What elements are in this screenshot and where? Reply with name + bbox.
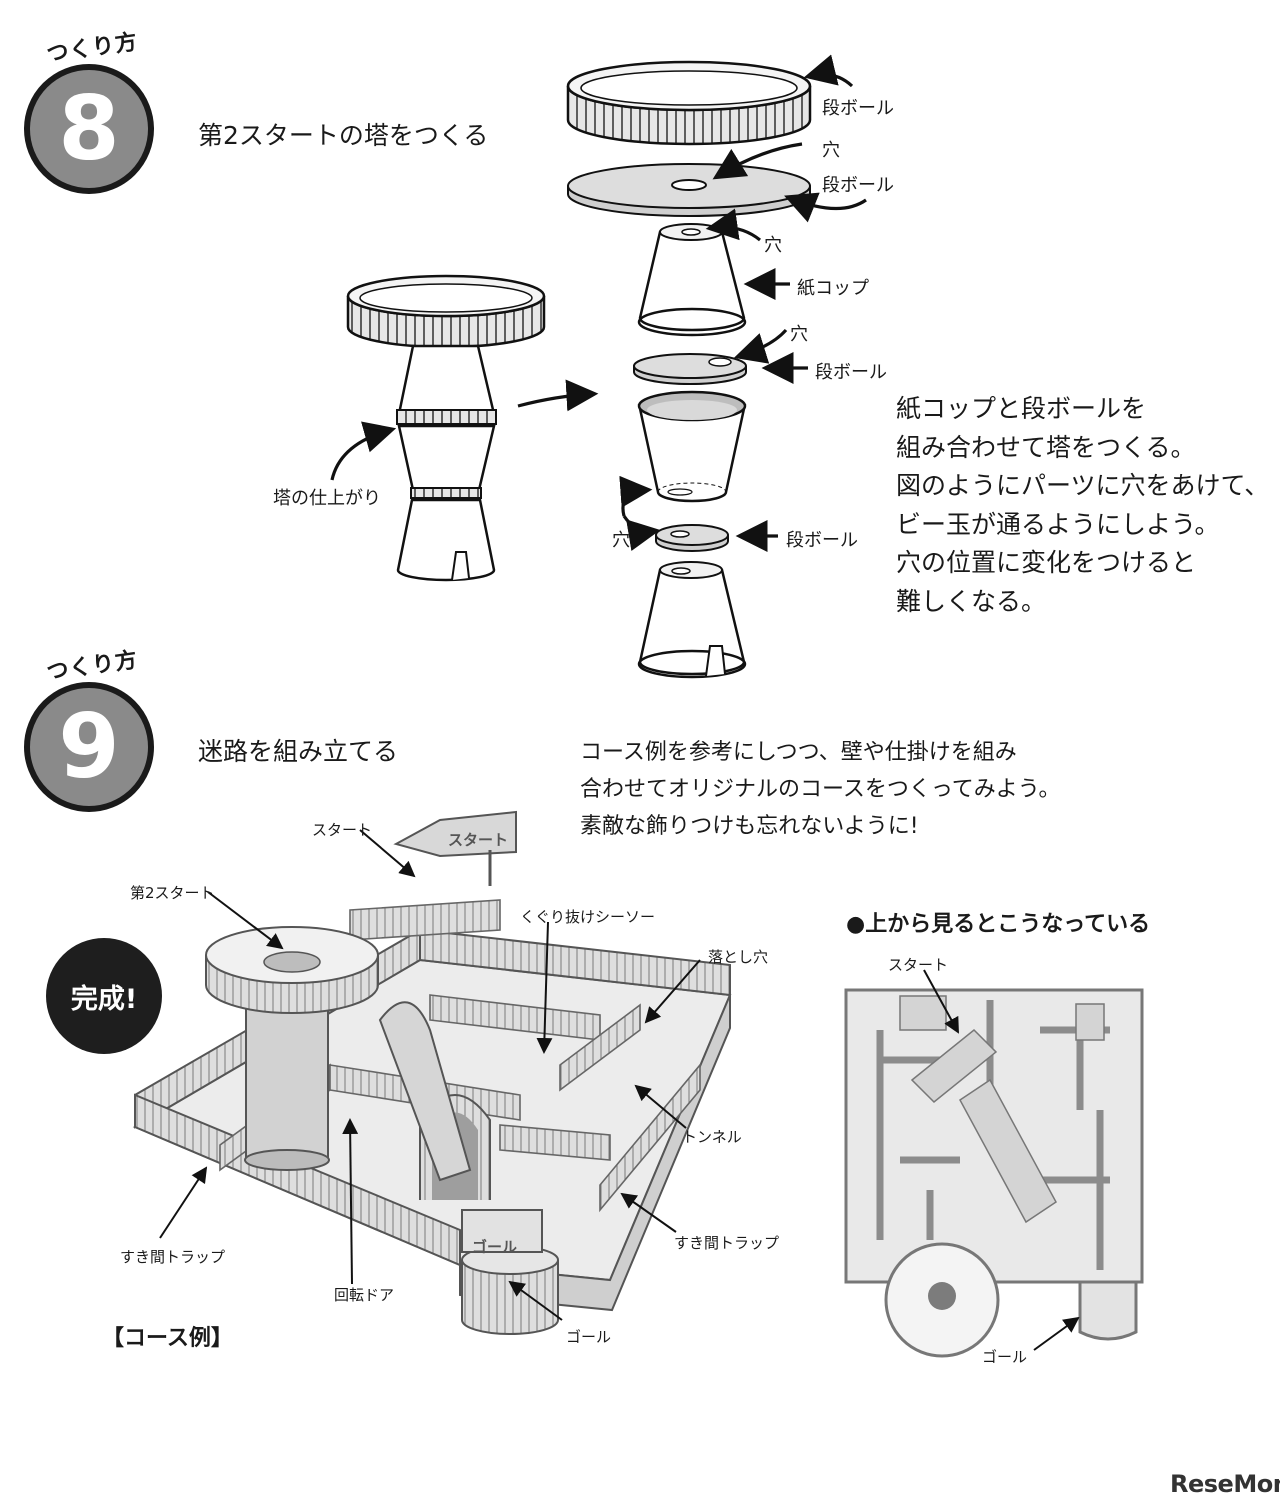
small-disc-part [633, 353, 747, 385]
assembled-tower [346, 274, 546, 582]
step8-title: 第2スタートの塔をつくる [198, 121, 489, 150]
step8-description-line: 穴の位置に変化をつけると [896, 548, 1197, 577]
course-example-caption: 【コース例】 [102, 1326, 233, 1351]
corrugated-disc-part [567, 163, 811, 217]
label-corrugated-small-disc: 段ボール [815, 362, 887, 383]
leader-arrows [330, 54, 867, 552]
course-example-photo [132, 810, 732, 1335]
label-hole-cup: 穴 [764, 235, 782, 256]
label-tower-finished: 塔の仕上がり [273, 488, 381, 509]
step8-description-line: 難しくなる。 [896, 586, 1047, 616]
label-goal: ゴール [566, 1328, 612, 1346]
tower-exploded-diagram [330, 54, 867, 679]
step8-description-line: ビー玉が通るようにしよう。 [896, 509, 1220, 539]
label-second-start: 第2スタート [130, 884, 215, 902]
goal-sign-text: ゴール [472, 1238, 518, 1256]
label-hole-lower: 穴 [612, 530, 630, 551]
bottom-disc-part [655, 524, 729, 552]
step9-description-line: コース例を参考にしつつ、壁や仕掛けを組み [580, 740, 1017, 765]
label-drop-hole: 落とし穴 [708, 948, 769, 966]
label-tunnel: トンネル [682, 1128, 742, 1146]
label-corrugated-disc: 段ボール [822, 175, 894, 196]
top-view-photo [844, 969, 1144, 1358]
top-view-heading: ●上から見るとこうなっている [846, 912, 1151, 937]
label-gap-trap-right: すき間トラップ [674, 1234, 780, 1252]
label-gap-trap-left: すき間トラップ [120, 1248, 226, 1266]
label-start: スタート [312, 821, 373, 839]
label-corrugated-bottom-disc: 段ボール [786, 530, 858, 551]
step8-description-line: 紙コップと段ボールを [896, 394, 1147, 423]
step9-number-badge: 9 [24, 682, 154, 812]
step8-description-line: 図のようにパーツに穴をあけて、 [896, 471, 1270, 500]
paper-cup-part [637, 223, 747, 337]
step9-description-line: 素敵な飾りつけも忘れないように! [580, 814, 919, 839]
start-sign-text: スタート [448, 831, 509, 849]
completed-badge: 完成! [46, 938, 162, 1054]
step8-description-line: 組み合わせて塔をつくる。 [896, 432, 1196, 462]
label-hole-top: 穴 [822, 140, 840, 161]
label-seesaw: くぐり抜けシーソー [520, 908, 656, 926]
corrugated-ring-part [566, 60, 812, 146]
label-hole-disc: 穴 [790, 324, 808, 345]
top-view-label-start: スタート [888, 956, 949, 974]
bottom-cup-part [637, 561, 747, 679]
label-corrugated-ring: 段ボール [822, 98, 894, 119]
step9-description: コース例を参考にしつつ、壁や仕掛けを組み 合わせてオリジナルのコースをつくってみ… [580, 734, 1060, 845]
label-rotating-door: 回転ドア [334, 1286, 395, 1304]
step8-number-badge: 8 [24, 64, 154, 194]
resemom-logo: ReseMom [1170, 1470, 1280, 1498]
label-paper-cup: 紙コップ [797, 278, 869, 299]
top-view-label-goal: ゴール [982, 1348, 1028, 1366]
step9-title: 迷路を組み立てる [198, 737, 399, 766]
step9-description-line: 合わせてオリジナルのコースをつくってみよう。 [580, 777, 1061, 802]
upright-cup-part [637, 390, 747, 503]
step8-description: 紙コップと段ボールを 組み合わせて塔をつくる。 図のようにパーツに穴をあけて、 … [896, 390, 1269, 621]
